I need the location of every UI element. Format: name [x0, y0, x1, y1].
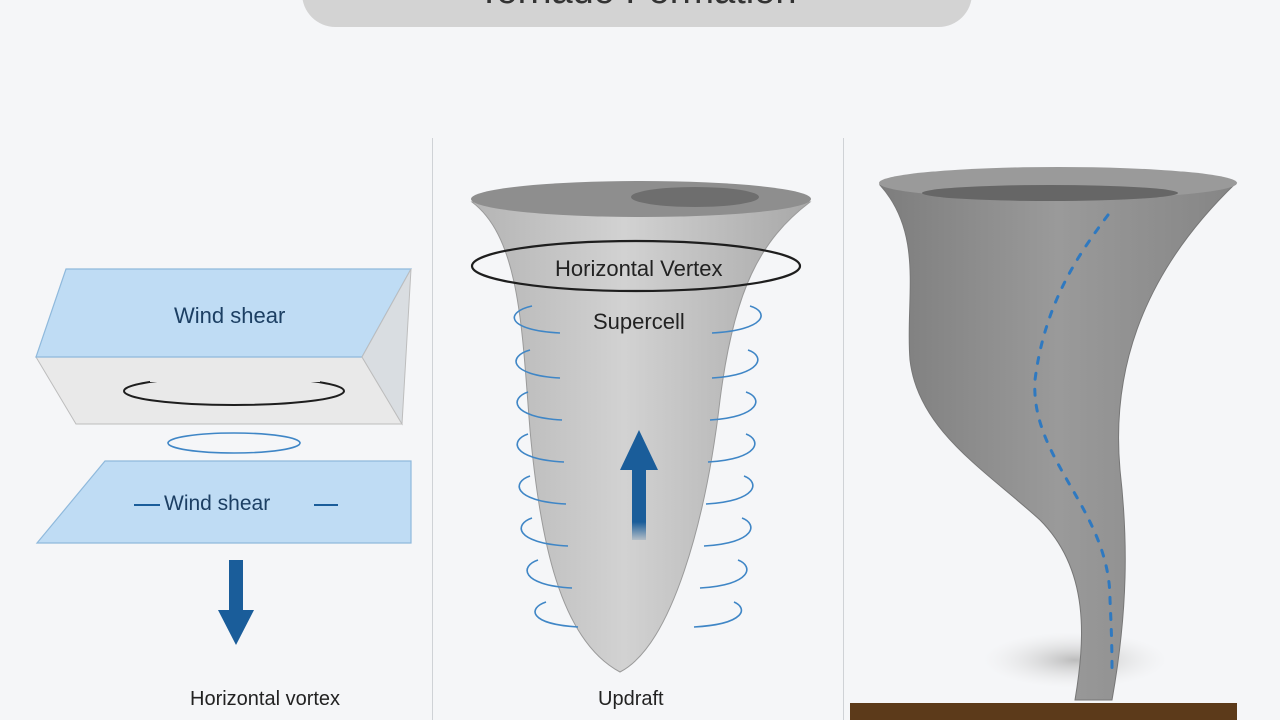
arrow-down-icon — [218, 560, 254, 645]
supercell-cone — [470, 181, 812, 673]
horizontal-vertex-label: Horizontal Vertex — [555, 256, 723, 281]
panel-divider-left — [432, 138, 433, 720]
wind-shear-top-label: Wind shear — [174, 303, 286, 328]
rotation-rings-middle — [513, 305, 762, 628]
wind-shear-bottom-label: Wind shear — [164, 492, 271, 515]
updraft-caption: Updraft — [598, 688, 664, 710]
tornado-funnel — [878, 167, 1238, 701]
supercell-label: Supercell — [593, 309, 685, 334]
wind-shear-bottom-plate — [35, 460, 412, 544]
wind-shear-top-block — [35, 268, 413, 426]
arrow-up-icon — [620, 430, 658, 540]
horizontal-vortex-ring — [470, 239, 802, 293]
panel-divider-right — [843, 138, 844, 720]
page-title: Tornado Formation — [302, 0, 972, 10]
title-banner: Tornado Formation — [302, 0, 972, 27]
ground — [850, 703, 1237, 720]
horizontal-vortex-caption: Horizontal vortex — [190, 688, 341, 710]
